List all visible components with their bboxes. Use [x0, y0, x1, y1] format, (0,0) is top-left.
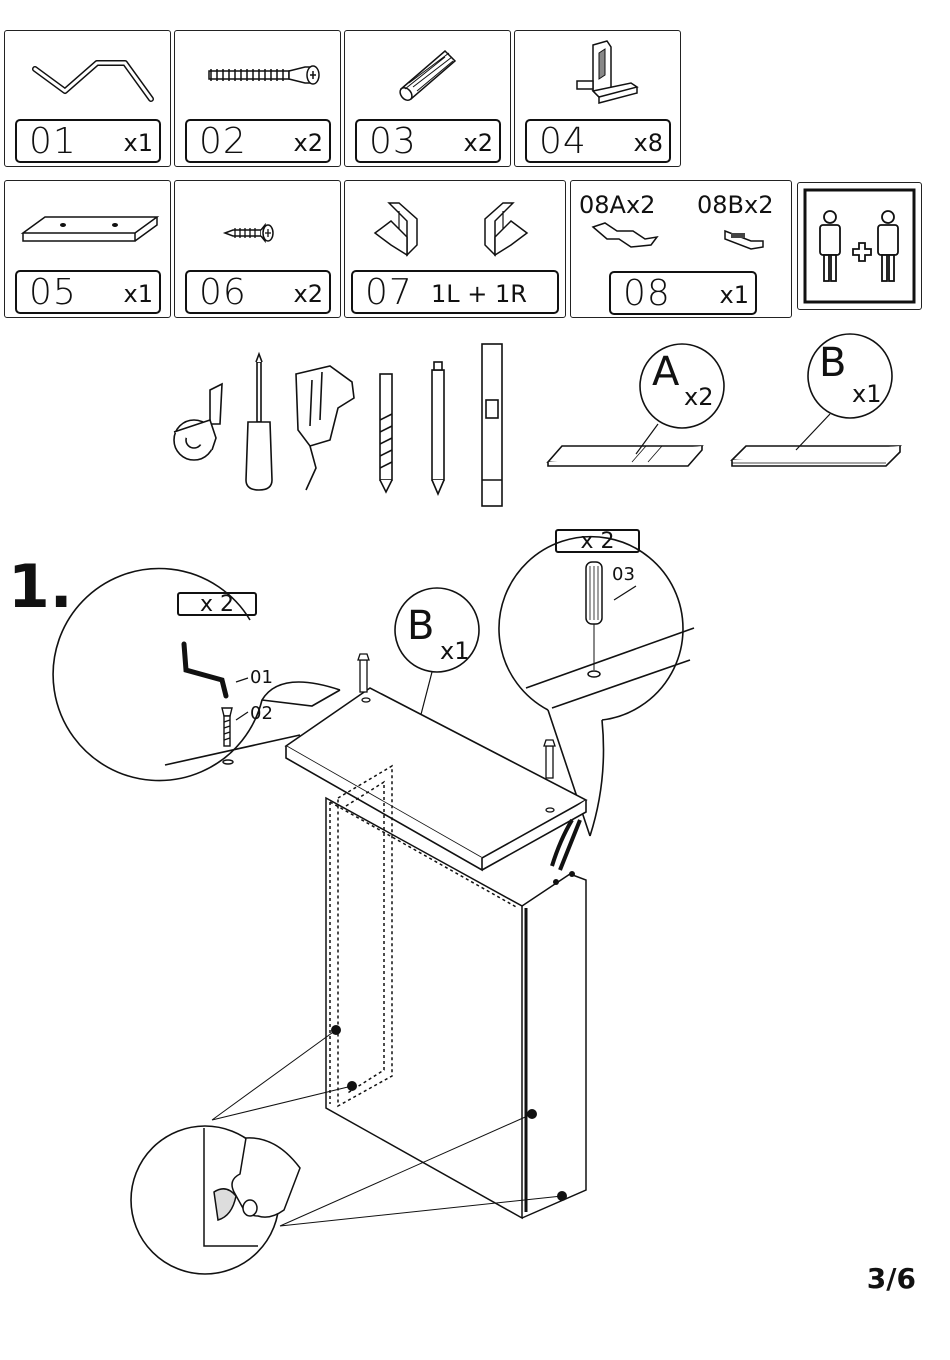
part-qty: x8 — [634, 121, 663, 165]
right-callout-qty: x 2 — [555, 529, 640, 553]
callout-allen-key-icon — [184, 644, 226, 696]
top-panel-b — [286, 688, 586, 870]
callout-part-01-label: 01 — [250, 667, 273, 688]
part-label-03: 03 x2 — [355, 119, 501, 163]
part-card-08: 08Ax2 08Bx2 08 x1 — [570, 180, 792, 318]
step-panel-letter: B — [407, 606, 434, 646]
panels-group — [540, 340, 910, 480]
part-label-02: 02 x2 — [185, 119, 331, 163]
part-card-05: 05 x1 — [4, 180, 171, 318]
part-code: 03 — [369, 121, 417, 163]
part-qty: x1 — [124, 121, 153, 165]
callout-dowel-icon — [586, 562, 602, 677]
part-qty: x1 — [720, 273, 749, 317]
part-card-03: 03 x2 — [344, 30, 511, 167]
part-card-06: 06 x2 — [174, 180, 341, 318]
part-code: 01 — [29, 121, 77, 163]
part-code: 06 — [199, 272, 247, 314]
drill-icon — [296, 366, 354, 490]
drill-bit-icon — [380, 374, 392, 492]
callout-part-02-label: 02 — [250, 703, 273, 724]
step-panel-qty: x1 — [440, 637, 469, 665]
part-card-02: 02 x2 — [174, 30, 341, 167]
tape-measure-icon — [174, 384, 222, 460]
part-card-07: 07 1L + 1R — [344, 180, 566, 318]
panel-b-letter: B — [819, 343, 846, 383]
part-label-01: 01 x1 — [15, 119, 161, 163]
part-qty: x2 — [294, 272, 323, 316]
part-code: 08 — [623, 273, 671, 315]
callout-part-03-label: 03 — [612, 564, 635, 585]
part-code: 07 — [365, 272, 413, 314]
part-card-04: 04 x8 — [514, 30, 681, 167]
part-qty: x1 — [124, 272, 153, 316]
spirit-level-icon — [482, 344, 502, 506]
part-label-06: 06 x2 — [185, 270, 331, 314]
panel-b-qty: x1 — [852, 380, 881, 408]
part-label-08: 08 x1 — [609, 271, 757, 315]
part-card-01: 01 x1 — [4, 30, 171, 167]
part-label-04: 04 x8 — [525, 119, 671, 163]
panel-a-letter: A — [652, 352, 679, 392]
part-label-05: 05 x1 — [15, 270, 161, 314]
part-code: 02 — [199, 121, 247, 163]
page-number: 3/6 — [867, 1262, 916, 1295]
pencil-icon — [432, 362, 444, 494]
part-qty: x2 — [464, 121, 493, 165]
two-persons-box — [797, 182, 922, 310]
part-code: 04 — [539, 121, 587, 163]
assembly-illustration — [0, 520, 950, 1260]
screwdriver-icon — [246, 354, 272, 490]
part-qty: 1L + 1R — [431, 272, 527, 316]
tools-group — [160, 340, 530, 510]
two-persons-icon — [798, 183, 923, 311]
part-code: 05 — [29, 272, 77, 314]
panel-a-qty: x2 — [684, 383, 713, 411]
part-label-07: 07 1L + 1R — [351, 270, 559, 314]
left-callout-qty: x 2 — [177, 592, 257, 616]
side-panel-holes — [331, 871, 575, 1201]
part-qty: x2 — [294, 121, 323, 165]
